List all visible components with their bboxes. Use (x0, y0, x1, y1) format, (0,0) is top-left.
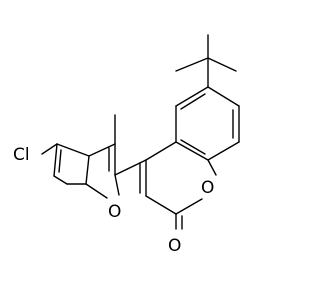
bond (207, 57, 237, 72)
bond (114, 159, 147, 176)
bond (85, 155, 90, 185)
molecule-diagram: Cl O O O (13, 34, 240, 256)
bond (85, 183, 108, 199)
atom-labels: Cl O O O (13, 145, 214, 256)
bond (53, 175, 68, 185)
bond (114, 174, 120, 196)
bond (207, 159, 217, 176)
bond (175, 86, 209, 107)
bond (180, 93, 206, 110)
carbonyl-oxygen-label: O (168, 236, 181, 256)
bond (175, 198, 203, 215)
bond (145, 141, 177, 161)
furan-oxygen-label: O (108, 202, 121, 222)
bond (175, 57, 209, 72)
bond (180, 139, 206, 155)
chlorine-atom-label: Cl (13, 145, 30, 165)
structure-canvas: Cl O O O (13, 34, 240, 256)
bond (175, 141, 209, 161)
bond (58, 149, 62, 173)
bond (56, 143, 90, 157)
bond (41, 143, 58, 155)
bond (145, 195, 177, 215)
bond (207, 141, 240, 161)
ring-oxygen-label: O (201, 178, 214, 198)
bond (88, 143, 116, 157)
bond-lines (41, 34, 240, 230)
bond (207, 86, 240, 107)
bond (53, 143, 58, 177)
